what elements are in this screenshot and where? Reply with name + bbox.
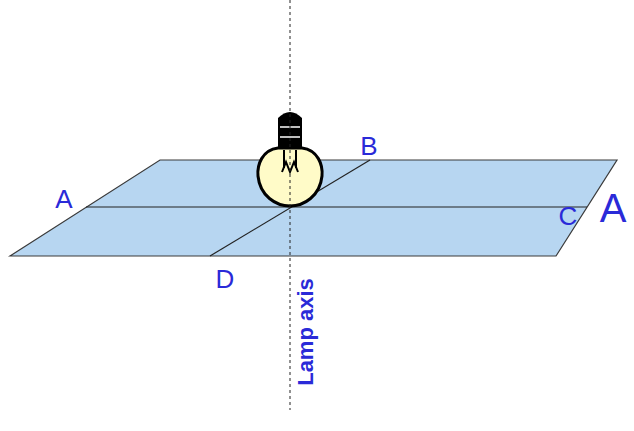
point-label: B (360, 133, 377, 159)
plane-label: A (600, 188, 627, 228)
plane-line-ac (86, 206, 587, 207)
lamp-axis-line (290, 0, 291, 410)
point-label: D (216, 266, 235, 292)
point-label: A (55, 186, 72, 212)
point-label: C (559, 203, 578, 229)
axis-label: Lamp axis (295, 278, 317, 386)
